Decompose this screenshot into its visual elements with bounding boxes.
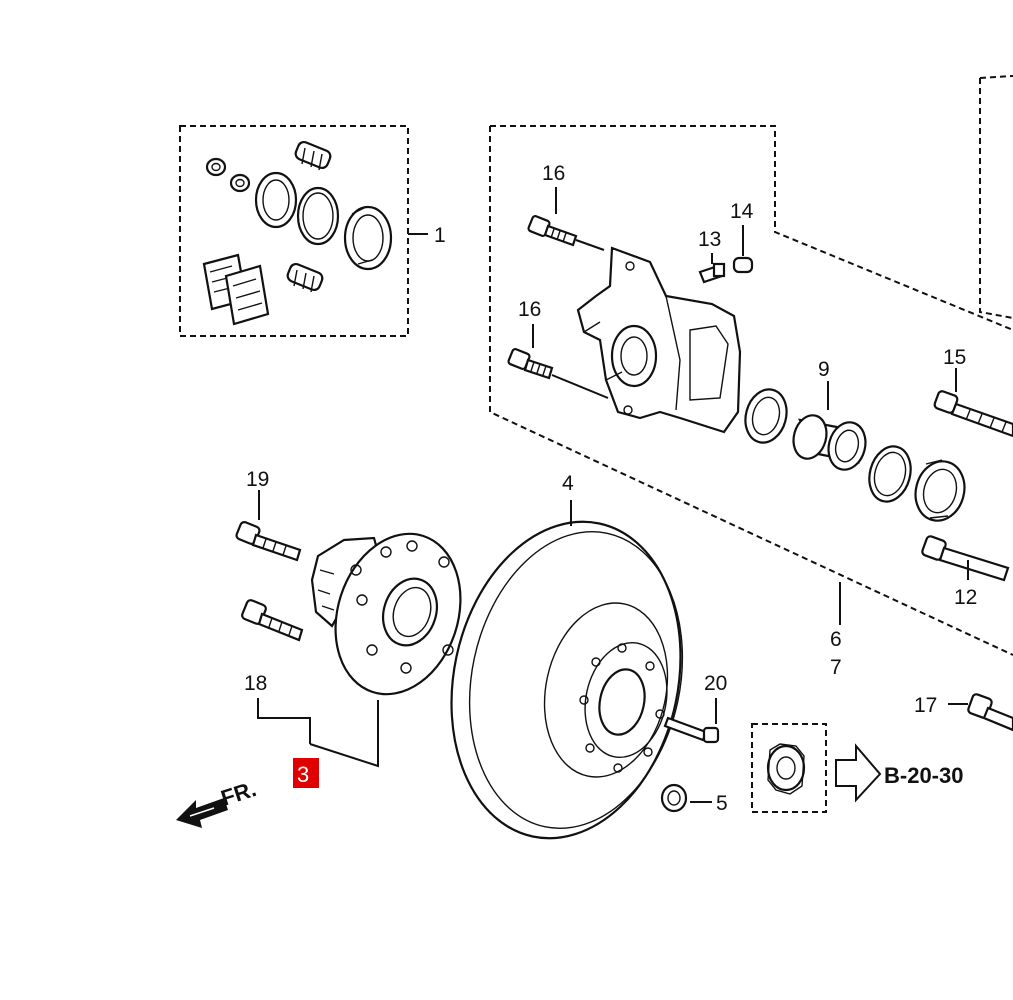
label-part-13: 13 xyxy=(698,228,721,251)
reference-arrow-icon xyxy=(835,743,882,803)
caliper-bracket xyxy=(576,246,742,434)
piston-seal xyxy=(744,388,788,444)
bolt-16-lower: 16 xyxy=(507,298,609,399)
label-part-5: 5 xyxy=(716,792,728,815)
bolt-18: 18 xyxy=(241,599,304,695)
bleeder-screw-13: 13 xyxy=(698,228,726,284)
label-part-9: 9 xyxy=(818,358,830,381)
label-part-15: 15 xyxy=(943,346,966,369)
label-part-19: 19 xyxy=(246,468,269,491)
hub-bearing xyxy=(310,532,462,696)
front-indicator-label: FR. xyxy=(218,776,259,811)
bolt-16-upper: 16 xyxy=(527,162,605,251)
label-part-16-lower: 16 xyxy=(518,298,541,321)
label-part-18: 18 xyxy=(244,672,267,695)
label-part-6: 6 xyxy=(830,628,842,651)
bleeder-cap-14: 14 xyxy=(730,200,754,274)
reference-box xyxy=(751,723,827,813)
piston-ring xyxy=(868,445,912,503)
label-part-16-upper: 16 xyxy=(542,162,565,185)
bolt-19: 19 xyxy=(235,468,302,562)
label-part-3: 3 xyxy=(297,762,309,787)
boot-lower xyxy=(286,262,324,293)
brake-disc: 4 xyxy=(450,472,684,840)
front-arrow-icon xyxy=(176,798,228,828)
label-part-1: 1 xyxy=(434,224,446,247)
seal-kit-box: 1 xyxy=(179,125,446,337)
boot-upper xyxy=(294,140,332,171)
label-part-17: 17 xyxy=(914,694,937,717)
label-part-7: 7 xyxy=(830,656,842,679)
pin-12: 12 xyxy=(921,535,1010,609)
label-part-12: 12 xyxy=(954,586,977,609)
pin-15: 15 xyxy=(933,346,1013,438)
reference-code: B-20-30 xyxy=(884,763,963,788)
caliper-assembly-box xyxy=(489,75,1013,656)
screw-20: 20 xyxy=(663,672,727,744)
hub-nut-5: 5 xyxy=(660,783,728,815)
grease-packets xyxy=(202,253,270,326)
piston-9: 9 xyxy=(792,358,867,471)
label-part-20: 20 xyxy=(704,672,727,695)
part-3-highlight xyxy=(293,758,319,788)
piston-boot xyxy=(914,459,966,522)
label-part-14: 14 xyxy=(730,200,754,223)
label-part-4: 4 xyxy=(562,472,574,495)
bolt-17: 17 xyxy=(914,693,1013,732)
